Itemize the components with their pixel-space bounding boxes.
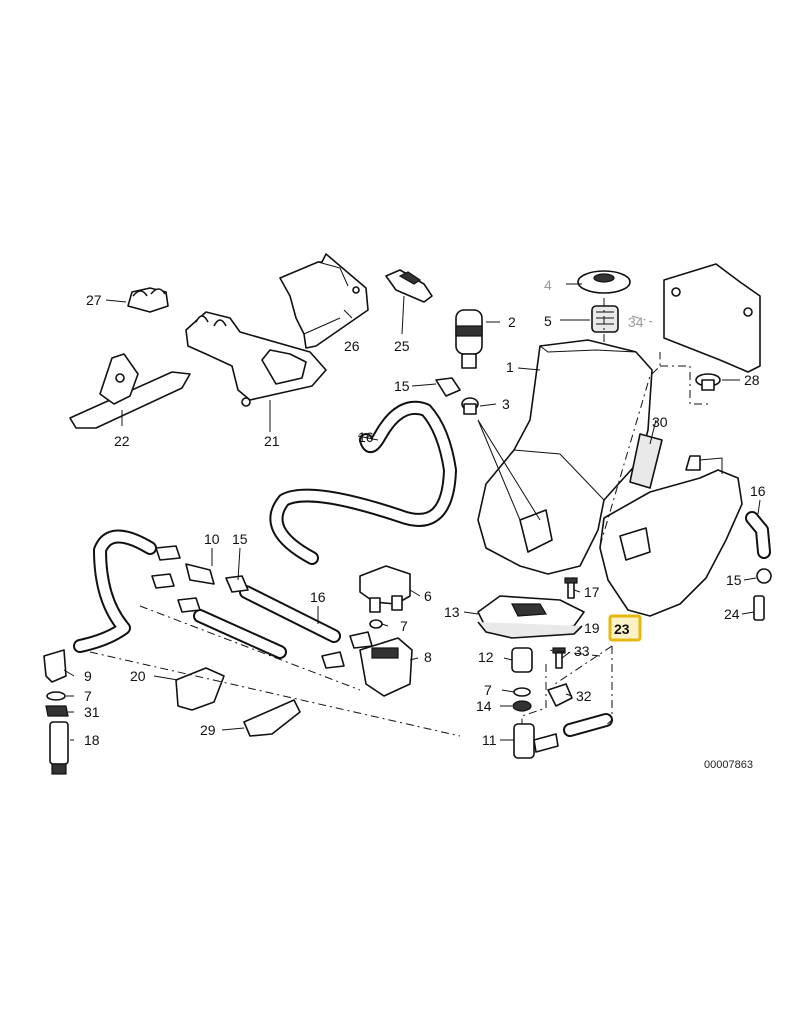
- callout-16-right[interactable]: 16: [750, 483, 766, 499]
- callout-30[interactable]: 30: [652, 414, 668, 430]
- part-7-washer-left[interactable]: [46, 691, 66, 701]
- callout-23-highlight: [608, 614, 642, 642]
- part-6-valve[interactable]: [359, 565, 411, 613]
- part-fittings-left[interactable]: [151, 545, 373, 669]
- part-11-connector[interactable]: [513, 723, 559, 759]
- callout-28[interactable]: 28: [744, 372, 760, 388]
- part-29-bracket[interactable]: [243, 699, 301, 737]
- part-25-connector[interactable]: [385, 269, 433, 303]
- part-5-filter[interactable]: [591, 305, 619, 333]
- leader-lines: [63, 283, 761, 741]
- part-22-bracket[interactable]: [69, 353, 191, 429]
- callout-26[interactable]: 26: [344, 338, 360, 354]
- part-7-washer-mid[interactable]: [369, 619, 383, 629]
- callout-14[interactable]: 14: [476, 698, 492, 714]
- callout-17[interactable]: 17: [584, 584, 600, 600]
- part-16-hose-left[interactable]: [73, 529, 157, 653]
- part-1-reservoir[interactable]: [477, 339, 653, 575]
- callout-7-low[interactable]: 7: [484, 682, 492, 698]
- part-20-bracket[interactable]: [175, 667, 225, 711]
- part-21-bracket[interactable]: [185, 311, 327, 407]
- part-8-valve-body[interactable]: [359, 637, 413, 697]
- callout-23[interactable]: 23: [614, 621, 630, 637]
- part-16-hose-right[interactable]: [745, 511, 771, 559]
- callout-5[interactable]: 5: [544, 313, 552, 329]
- part-32-clip[interactable]: [547, 683, 573, 707]
- part-16-hose-middle[interactable]: [193, 585, 341, 659]
- part-15-clamp-right[interactable]: [756, 568, 772, 584]
- callout-25[interactable]: 25: [394, 338, 410, 354]
- callout-29[interactable]: 29: [200, 722, 216, 738]
- callout-15-upper[interactable]: 15: [394, 378, 410, 394]
- callout-12[interactable]: 12: [478, 649, 494, 665]
- callout-24[interactable]: 24: [724, 606, 740, 622]
- part-33-screw[interactable]: [552, 647, 566, 669]
- callout-1[interactable]: 1: [506, 359, 514, 375]
- callout-7-left[interactable]: 7: [84, 688, 92, 704]
- callout-13[interactable]: 13: [444, 604, 460, 620]
- part-18-nozzle[interactable]: [49, 721, 69, 775]
- callout-3[interactable]: 3: [502, 396, 510, 412]
- callout-10[interactable]: 10: [204, 531, 220, 547]
- callout-16-upper[interactable]: 16: [358, 429, 374, 445]
- callout-32[interactable]: 32: [576, 688, 592, 704]
- part-hose-bottom[interactable]: [563, 713, 613, 737]
- part-2-pump[interactable]: [455, 309, 483, 369]
- part-12-sensor[interactable]: [511, 647, 533, 673]
- part-24-nozzle[interactable]: [753, 595, 765, 621]
- part-10-fitting[interactable]: [185, 563, 215, 585]
- part-16-hose-upper[interactable]: [269, 400, 457, 565]
- callout-9[interactable]: 9: [84, 668, 92, 684]
- part-7-washer-low[interactable]: [513, 687, 531, 697]
- part-28-plug[interactable]: [695, 373, 721, 391]
- callout-8[interactable]: 8: [424, 649, 432, 665]
- part-31-nut[interactable]: [45, 705, 69, 717]
- callout-11[interactable]: 11: [482, 732, 497, 748]
- callout-18[interactable]: 18: [84, 732, 100, 748]
- callout-16-mid[interactable]: 16: [310, 589, 326, 605]
- callout-19[interactable]: 19: [584, 620, 600, 636]
- callout-labels: 27 26 25 2 4 5 34 1 15 3 28 22 21 16 30 …: [84, 277, 766, 771]
- callout-21[interactable]: 21: [264, 433, 280, 449]
- callout-31[interactable]: 31: [84, 704, 100, 720]
- callout-27[interactable]: 27: [86, 292, 102, 308]
- callout-20[interactable]: 20: [130, 668, 146, 684]
- part-9-jet[interactable]: [43, 649, 67, 683]
- callout-2[interactable]: 2: [508, 314, 516, 330]
- callout-15-mid[interactable]: 15: [232, 531, 248, 547]
- callout-6[interactable]: 6: [424, 588, 432, 604]
- part-14-ring[interactable]: [512, 700, 532, 712]
- callout-4[interactable]: 4: [544, 277, 552, 293]
- part-34-plate[interactable]: [663, 263, 761, 373]
- part-19-gasket[interactable]: [477, 621, 583, 639]
- part-3-grommet[interactable]: [461, 397, 479, 415]
- part-17-screw[interactable]: [564, 577, 578, 599]
- callout-7-mid[interactable]: 7: [400, 618, 408, 634]
- part-15-clamp-mid[interactable]: [225, 575, 249, 593]
- part-4-cap[interactable]: [577, 270, 631, 294]
- callout-22[interactable]: 22: [114, 433, 130, 449]
- part-26-bracket[interactable]: [279, 253, 369, 349]
- part-23-reservoir-lower[interactable]: [599, 455, 743, 617]
- callout-34[interactable]: 34: [628, 314, 644, 330]
- reference-number: 00007863: [704, 759, 753, 771]
- part-30-pad[interactable]: [629, 433, 663, 489]
- part-27-clip[interactable]: [127, 287, 169, 313]
- callout-15-right[interactable]: 15: [726, 572, 742, 588]
- callout-33[interactable]: 33: [574, 643, 590, 659]
- part-15-clamp-upper[interactable]: [435, 377, 461, 397]
